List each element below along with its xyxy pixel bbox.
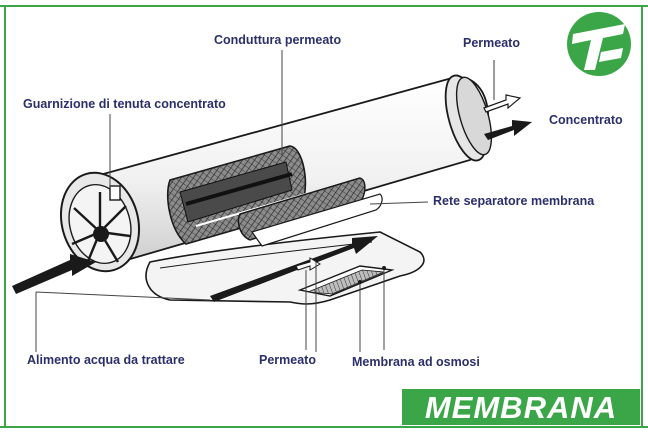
separator-mesh — [237, 177, 383, 247]
label-guarnizione: Guarnizione di tenuta concentrato — [23, 97, 226, 111]
feed-arrow — [12, 254, 96, 294]
frame-left-line — [4, 5, 6, 428]
label-permeato-top: Permeato — [463, 36, 520, 50]
inner-flow-arrow — [210, 236, 378, 302]
label-concentrato: Concentrato — [549, 113, 623, 127]
concentrate-arrow — [484, 120, 532, 140]
membrana-banner: MEMBRANA — [402, 389, 640, 425]
banner-title: MEMBRANA — [424, 389, 618, 425]
leader-alimento-h — [35, 291, 211, 301]
label-permeato-bottom: Permeato — [259, 353, 316, 367]
permeate-out-arrow — [483, 60, 522, 113]
tl-logo-icon — [567, 12, 631, 76]
left-end-cap — [59, 171, 141, 273]
permeate-small-arrow — [295, 257, 321, 271]
label-rete-separatore: Rete separatore membrana — [433, 194, 595, 208]
frame-right-line — [641, 5, 643, 428]
frame-bottom-line — [0, 426, 648, 428]
membrane-sheet — [145, 231, 425, 305]
frame-top-line — [0, 5, 648, 7]
label-alimento: Alimento acqua da trattare — [27, 353, 185, 367]
leader-rete — [369, 201, 429, 205]
label-conduttura-permeato: Conduttura permeato — [214, 33, 342, 47]
label-membrana-osmosi: Membrana ad osmosi — [352, 355, 480, 369]
